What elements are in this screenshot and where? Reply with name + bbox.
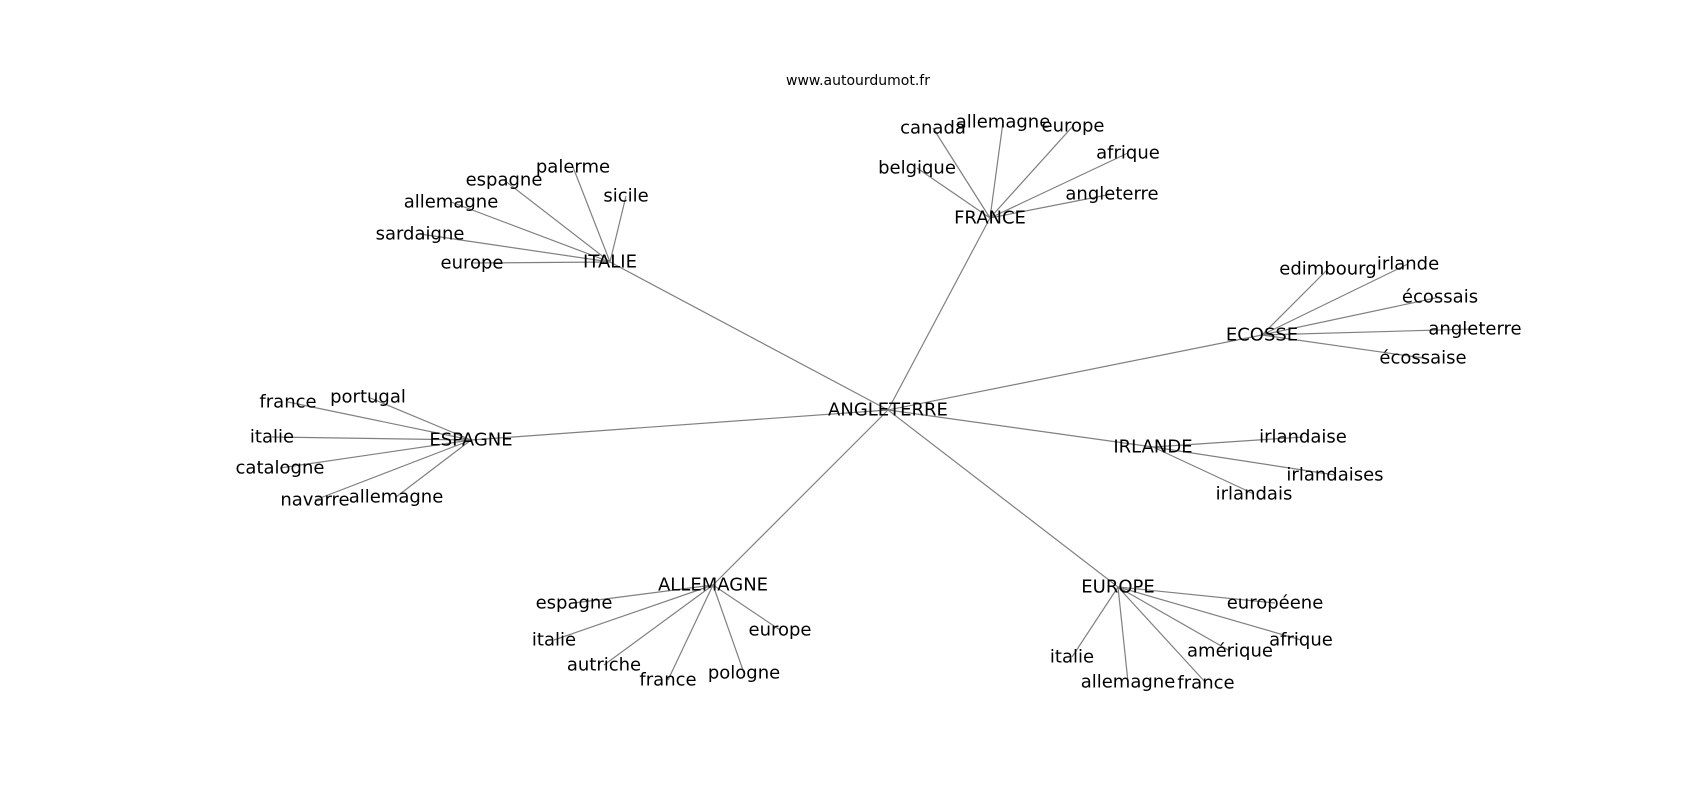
word-node-label[interactable]: france bbox=[1177, 673, 1234, 694]
hub-node-label[interactable]: ALLEMAGNE bbox=[658, 575, 768, 596]
word-node-label[interactable]: sardaigne bbox=[376, 224, 465, 245]
word-node-label[interactable]: irlandaises bbox=[1286, 465, 1383, 486]
edge-hub-to-word bbox=[712, 584, 781, 631]
edge-hub-to-word bbox=[609, 195, 627, 263]
edge-center-to-hub bbox=[712, 409, 889, 586]
edge-hub-to-word bbox=[395, 439, 472, 498]
edge-hub-to-word bbox=[553, 584, 714, 641]
edge-hub-to-word bbox=[503, 179, 611, 263]
edge-hub-to-word bbox=[471, 261, 611, 264]
word-node-label[interactable]: italie bbox=[1050, 647, 1094, 668]
word-node-label[interactable]: allemagne bbox=[404, 192, 499, 213]
edge-hub-to-word bbox=[1261, 328, 1476, 336]
word-node-label[interactable]: européene bbox=[1227, 593, 1324, 614]
edge-hub-to-word bbox=[573, 584, 714, 604]
edge-center-to-hub bbox=[887, 409, 1119, 588]
word-node-label[interactable]: france bbox=[639, 670, 696, 691]
edge-center-to-hub bbox=[609, 261, 889, 411]
edge-hub-to-word bbox=[1261, 263, 1409, 336]
edge-hub-to-word bbox=[572, 166, 611, 263]
edge-hub-to-word bbox=[989, 121, 1004, 219]
word-node-label[interactable]: écossais bbox=[1402, 287, 1478, 308]
edge-hub-to-word bbox=[1117, 586, 1231, 652]
edge-hub-to-word bbox=[1261, 296, 1441, 336]
edges-layer bbox=[271, 121, 1476, 684]
hub-node-label[interactable]: ITALIE bbox=[583, 252, 637, 273]
word-node-label[interactable]: belgique bbox=[878, 158, 956, 179]
word-node-label[interactable]: sicile bbox=[603, 186, 648, 207]
hub-node-label[interactable]: ECOSSE bbox=[1226, 325, 1298, 346]
edge-hub-to-word bbox=[916, 167, 991, 219]
word-node-label[interactable]: canada bbox=[900, 118, 966, 139]
edge-hub-to-word bbox=[712, 584, 745, 674]
word-node-label[interactable]: allemagne bbox=[1081, 672, 1176, 693]
edge-hub-to-word bbox=[603, 584, 714, 666]
word-node-label[interactable]: angleterre bbox=[1428, 319, 1521, 340]
edge-hub-to-word bbox=[419, 233, 611, 263]
word-node-label[interactable]: écossaise bbox=[1379, 348, 1466, 369]
edge-hub-to-word bbox=[271, 436, 472, 441]
hub-node-label[interactable]: FRANCE bbox=[954, 208, 1026, 229]
hub-node-label[interactable]: ESPAGNE bbox=[429, 430, 512, 451]
edge-hub-to-word bbox=[989, 125, 1074, 219]
edge-hub-to-word bbox=[932, 127, 991, 219]
edge-hub-to-word bbox=[1117, 586, 1129, 683]
hub-node-label[interactable]: IRLANDE bbox=[1113, 437, 1192, 458]
edge-hub-to-word bbox=[1152, 446, 1255, 495]
edge-hub-to-word bbox=[1071, 586, 1119, 658]
hub-node-label[interactable]: EUROPE bbox=[1081, 577, 1154, 598]
edge-hub-to-word bbox=[667, 584, 714, 681]
word-node-label[interactable]: europe bbox=[749, 620, 812, 641]
word-node-label[interactable]: palerme bbox=[536, 157, 610, 178]
labels-layer: ANGLETERREFRANCEcanadaallemagneeuropeafr… bbox=[236, 112, 1522, 694]
edge-hub-to-word bbox=[287, 401, 472, 441]
word-node-label[interactable]: allemagne bbox=[349, 487, 444, 508]
edge-hub-to-word bbox=[367, 396, 472, 441]
word-node-label[interactable]: edimbourg bbox=[1279, 259, 1376, 280]
edge-center-to-hub bbox=[470, 409, 889, 441]
edge-center-to-hub bbox=[887, 217, 991, 411]
word-node-label[interactable]: catalogne bbox=[236, 458, 325, 479]
word-node-label[interactable]: europe bbox=[1042, 116, 1105, 137]
word-node-label[interactable]: italie bbox=[532, 630, 576, 651]
site-watermark: www.autourdumot.fr bbox=[786, 73, 930, 89]
edge-hub-to-word bbox=[1117, 586, 1302, 641]
center-node-label[interactable]: ANGLETERRE bbox=[828, 400, 948, 421]
edge-center-to-hub bbox=[887, 409, 1154, 448]
word-node-label[interactable]: pologne bbox=[708, 663, 780, 684]
word-node-label[interactable]: espagne bbox=[466, 170, 543, 191]
word-node-label[interactable]: italie bbox=[250, 427, 294, 448]
word-node-label[interactable]: irlandais bbox=[1216, 484, 1293, 505]
word-node-label[interactable]: angleterre bbox=[1065, 184, 1158, 205]
word-node-label[interactable]: portugal bbox=[330, 387, 406, 408]
word-node-label[interactable]: irlandaise bbox=[1259, 427, 1347, 448]
edge-hub-to-word bbox=[1261, 334, 1424, 359]
word-node-label[interactable]: afrique bbox=[1269, 630, 1333, 651]
word-node-label[interactable]: amérique bbox=[1187, 641, 1273, 662]
edge-hub-to-word bbox=[1117, 586, 1207, 684]
edge-hub-to-word bbox=[279, 439, 472, 469]
edge-hub-to-word bbox=[1152, 436, 1304, 448]
word-node-label[interactable]: europe bbox=[441, 253, 504, 274]
word-node-label[interactable]: autriche bbox=[567, 655, 641, 676]
edge-hub-to-word bbox=[989, 152, 1129, 219]
word-node-label[interactable]: espagne bbox=[536, 593, 613, 614]
edge-hub-to-word bbox=[1261, 268, 1329, 336]
edge-hub-to-word bbox=[989, 193, 1113, 219]
word-node-label[interactable]: afrique bbox=[1096, 143, 1160, 164]
word-node-label[interactable]: irlande bbox=[1377, 254, 1439, 275]
word-node-label[interactable]: navarre bbox=[280, 490, 349, 511]
edge-center-to-hub bbox=[887, 334, 1263, 411]
edge-hub-to-word bbox=[1152, 446, 1336, 476]
word-node-label[interactable]: allemagne bbox=[956, 112, 1051, 133]
edge-hub-to-word bbox=[1117, 586, 1276, 604]
edge-hub-to-word bbox=[450, 201, 611, 263]
edge-hub-to-word bbox=[314, 439, 472, 501]
word-node-label[interactable]: france bbox=[259, 392, 316, 413]
